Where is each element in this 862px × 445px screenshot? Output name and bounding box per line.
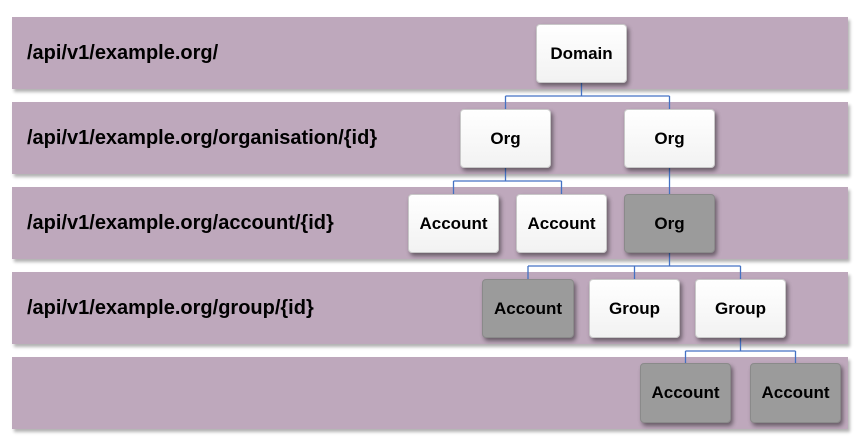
level-band-root: /api/v1/example.org/ [12, 17, 848, 89]
node-account-g2b[interactable]: Account [750, 363, 841, 423]
level-label-account: /api/v1/example.org/account/{id} [27, 211, 334, 234]
level-label-organisation: /api/v1/example.org/organisation/{id} [27, 126, 378, 149]
node-account-g[interactable]: Account [482, 279, 574, 338]
node-account-g2a[interactable]: Account [640, 363, 731, 423]
level-label-root: /api/v1/example.org/ [27, 41, 219, 64]
node-account-a2[interactable]: Account [516, 194, 607, 253]
node-domain[interactable]: Domain [536, 24, 627, 83]
node-org-a[interactable]: Org [460, 109, 551, 168]
node-account-a1[interactable]: Account [408, 194, 499, 253]
level-label-group: /api/v1/example.org/group/{id} [27, 296, 314, 319]
node-org-b[interactable]: Org [624, 109, 715, 168]
node-group-1[interactable]: Group [589, 279, 680, 338]
node-group-2[interactable]: Group [695, 279, 786, 338]
node-org-b-sub[interactable]: Org [624, 194, 715, 253]
